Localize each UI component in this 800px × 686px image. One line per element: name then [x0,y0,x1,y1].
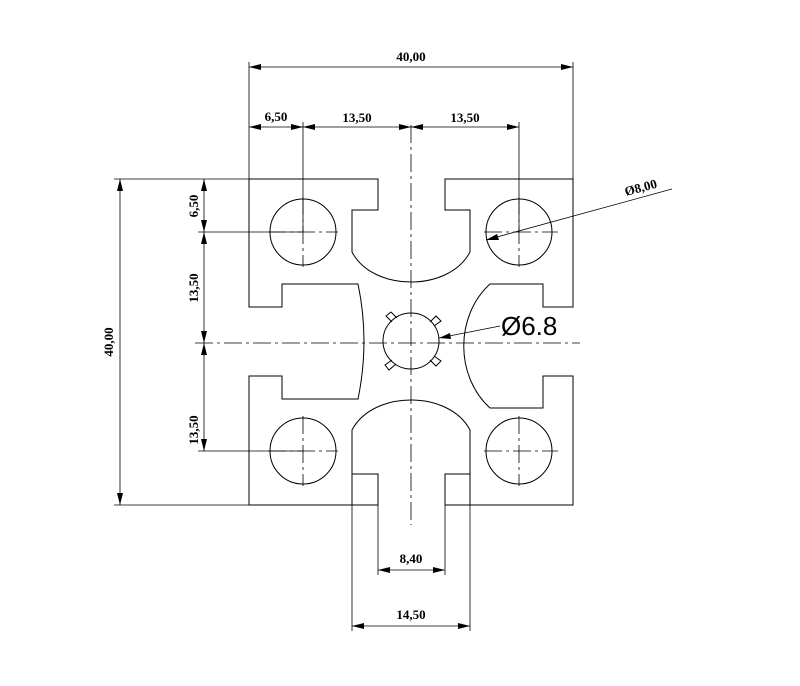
dim-slot-width-label: 8,40 [400,551,423,566]
dim-pitch-lower-label: 13,50 [186,415,201,444]
dim-pitch-right-label: 13,50 [450,110,479,125]
callout-hole-diameter-label: Ø8,00 [623,176,659,199]
callout-center-bore-label: Ø6.8 [501,311,557,341]
dim-overall-width-label: 40,00 [396,49,425,64]
dim-top-chain: 6,50 13,50 13,50 [249,109,520,232]
dim-left-chain: 6,50 13,50 13,50 [186,179,303,452]
lower-slot-edges [351,474,471,505]
dim-pitch-upper-label: 13,50 [186,273,201,302]
dim-slot-width: 8,40 [377,505,446,575]
dim-overall-height: 40,00 [101,178,249,506]
profile-outline [248,178,574,506]
dim-offset-left-label: 6,50 [265,109,288,124]
dim-overall-width: 40,00 [248,49,574,179]
dim-pitch-left-label: 13,50 [342,110,371,125]
dim-offset-top-label: 6,50 [186,195,201,218]
callout-center-bore: Ø6.8 [438,311,557,341]
dim-overall-height-label: 40,00 [101,327,116,356]
callout-hole-diameter: Ø8,00 [485,176,673,241]
dim-slot-outer-width-label: 14,50 [396,607,425,622]
dim-slot-outer-width: 14,50 [351,505,471,631]
center-bore [382,311,442,371]
